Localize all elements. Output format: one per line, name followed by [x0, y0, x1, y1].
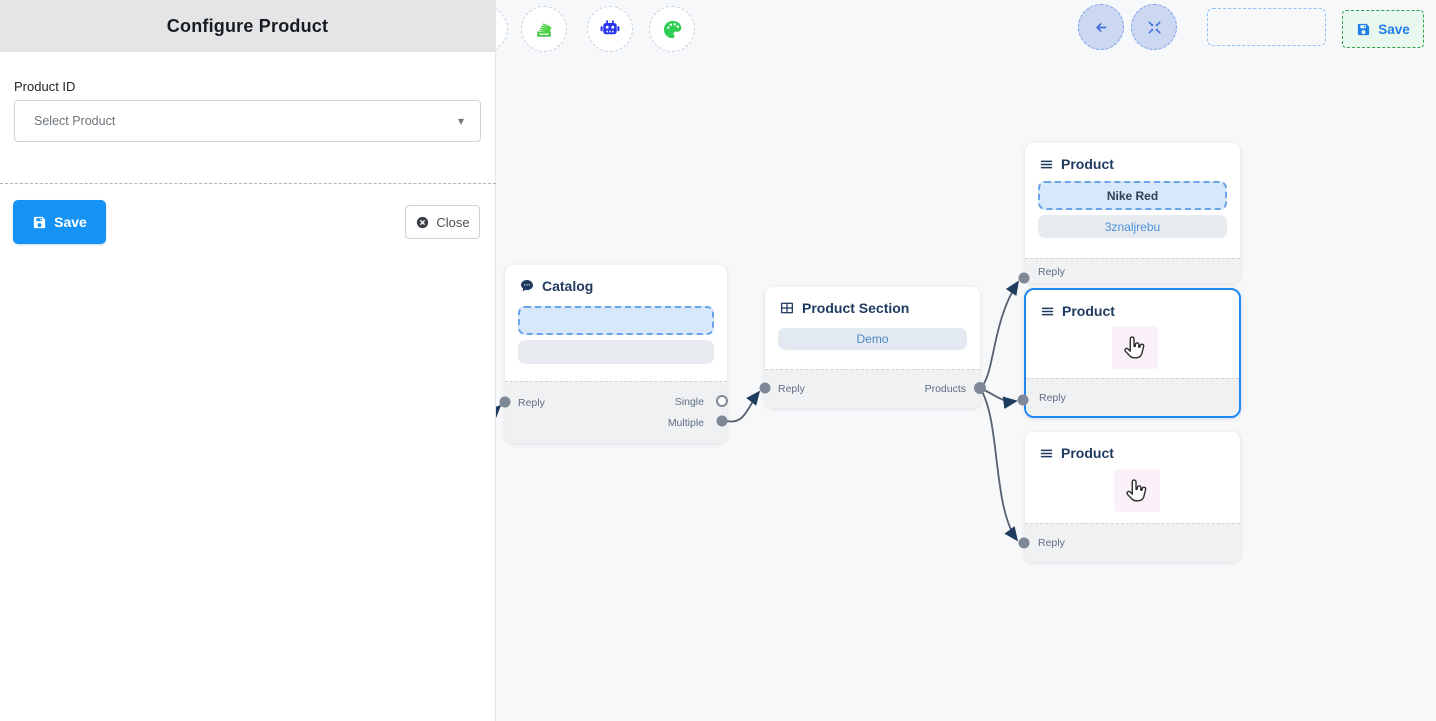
node-product-b[interactable]: Product Reply — [1024, 288, 1241, 418]
chevron-down-icon: ▾ — [457, 114, 464, 128]
product-id-label: Product ID — [14, 79, 76, 94]
handle-label-single: Single — [674, 396, 704, 408]
toolbar-button-bot[interactable] — [587, 6, 633, 52]
node-product-a[interactable]: Product Nike Red 3znaljrebu Reply — [1025, 143, 1240, 283]
handle-product-c-reply[interactable] — [1018, 537, 1030, 549]
menu-icon — [1039, 446, 1054, 461]
flow-save-button[interactable]: Save — [1342, 10, 1424, 48]
node-title: Product Section — [802, 300, 910, 316]
node-title: Catalog — [542, 278, 594, 294]
handle-section-reply[interactable] — [759, 382, 771, 394]
handle-section-products[interactable] — [974, 382, 986, 394]
catalog-header-slot[interactable] — [518, 306, 714, 335]
handle-catalog-multiple[interactable] — [716, 415, 728, 427]
chat-icon — [519, 278, 535, 294]
stack-icon — [533, 18, 556, 41]
section-value[interactable]: Demo — [778, 328, 967, 350]
handle-label-reply: Reply — [1038, 266, 1065, 278]
node-title: Product — [1061, 445, 1114, 461]
edge-section-to-product-c — [979, 387, 1019, 542]
product-id-select[interactable]: Select Product ▾ — [14, 100, 481, 142]
handle-label-reply: Reply — [518, 397, 545, 409]
product-value-secondary[interactable]: 3znaljrebu — [1038, 215, 1227, 238]
save-icon — [32, 215, 47, 230]
edge-section-to-product-a — [979, 280, 1019, 389]
handle-catalog-single[interactable] — [716, 395, 728, 407]
toolbar-button-theme[interactable] — [649, 6, 695, 52]
configure-product-panel: Configure Product Product ID Select Prod… — [0, 0, 496, 721]
catalog-body-slot[interactable] — [518, 340, 714, 364]
back-button[interactable] — [1078, 4, 1124, 50]
node-catalog[interactable]: Catalog Reply Single Multiple — [505, 265, 727, 443]
node-footer: Reply Single Multiple — [505, 381, 727, 443]
handle-catalog-reply[interactable] — [499, 396, 511, 408]
menu-icon — [1040, 304, 1055, 319]
grid-icon — [779, 300, 795, 316]
panel-divider — [0, 183, 496, 184]
fit-view-icon — [1146, 19, 1163, 36]
close-icon — [415, 215, 430, 230]
toolbar-button-partial[interactable] — [496, 6, 508, 52]
fit-view-button[interactable] — [1131, 4, 1177, 50]
handle-product-b-reply[interactable] — [1017, 394, 1029, 406]
flow-name-input-placeholder[interactable] — [1207, 8, 1326, 46]
save-icon — [1356, 22, 1371, 37]
node-footer: Reply — [1026, 378, 1239, 416]
handle-label-reply: Reply — [1039, 392, 1066, 404]
page-title: Configure Product — [166, 15, 329, 36]
edge-into-catalog — [496, 404, 502, 420]
product-value-primary[interactable]: Nike Red — [1038, 181, 1227, 210]
toolbar-button-flows[interactable] — [521, 6, 567, 52]
panel-header: Configure Product — [0, 0, 495, 52]
select-placeholder: Select Product — [34, 114, 116, 128]
node-footer: Reply Products — [765, 369, 980, 408]
node-title: Product — [1062, 303, 1115, 319]
node-title: Product — [1061, 156, 1114, 172]
node-footer: Reply — [1025, 523, 1240, 562]
handle-label-reply: Reply — [1038, 537, 1065, 549]
menu-icon — [1039, 157, 1054, 172]
handle-label-multiple: Multiple — [667, 417, 704, 429]
node-product-c[interactable]: Product Reply — [1025, 432, 1240, 562]
node-product-section[interactable]: Product Section Demo Reply Products — [765, 287, 980, 408]
handle-label-products: Products — [924, 383, 966, 395]
edge-catalog-to-section — [726, 390, 761, 423]
close-button[interactable]: Close — [405, 205, 480, 239]
flow-canvas[interactable]: Save Catalog Reply Single Multiple — [496, 0, 1436, 721]
back-arrow-icon — [1092, 18, 1111, 37]
palette-icon — [661, 18, 684, 41]
robot-icon — [598, 17, 622, 41]
handle-label-reply: Reply — [778, 383, 805, 395]
save-button[interactable]: Save — [13, 200, 106, 244]
node-footer: Reply — [1025, 258, 1240, 283]
handle-product-a-reply[interactable] — [1018, 272, 1030, 284]
